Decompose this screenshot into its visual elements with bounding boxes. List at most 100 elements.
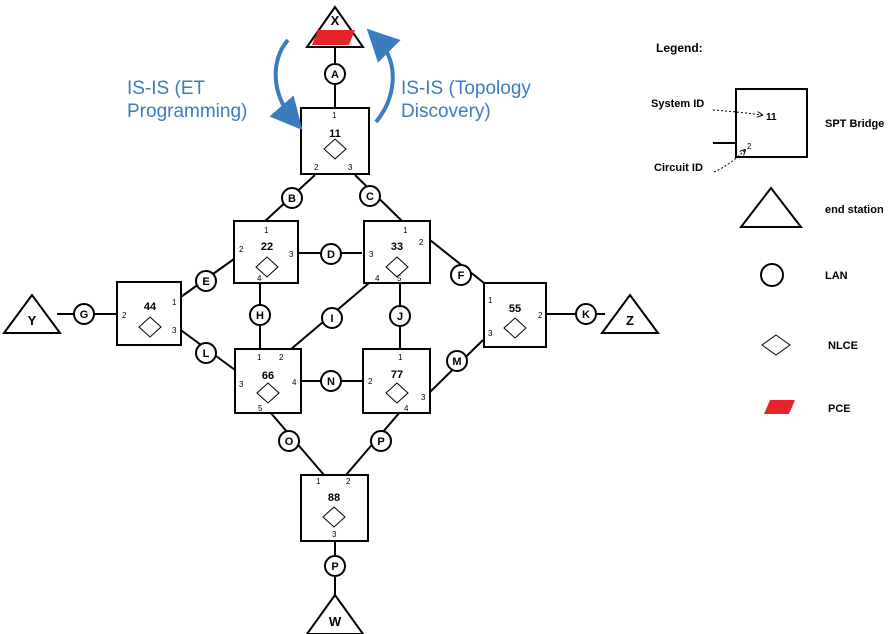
isis-et-label-1: IS-IS (ET xyxy=(127,78,206,99)
bridge-11: 11 1 2 3 xyxy=(300,107,370,175)
svg-text:J: J xyxy=(397,311,403,323)
port-label: 1 xyxy=(488,296,493,305)
nlce-icon xyxy=(256,382,280,404)
svg-text:P: P xyxy=(331,561,338,573)
port-label: 2 xyxy=(279,353,284,362)
svg-text:N: N xyxy=(327,376,335,388)
port-label: 1 xyxy=(257,353,262,362)
legend: Legend: 11 2 System ID Circuit ID SPT Br… xyxy=(651,41,884,415)
port-label: 2 xyxy=(346,477,351,486)
svg-text:I: I xyxy=(330,313,333,325)
lan-i: I xyxy=(321,307,343,329)
svg-text:P: P xyxy=(377,436,384,448)
nlce-icon xyxy=(255,256,279,278)
bridge-22: 22 1 2 3 4 xyxy=(233,220,299,284)
port-label: 3 xyxy=(172,326,177,335)
isis-td-label-2: Discovery) xyxy=(401,101,491,122)
end-station-w: W xyxy=(305,593,365,634)
legend-end-station: end station xyxy=(738,186,884,228)
port-label: 2 xyxy=(368,377,373,386)
port-label: 1 xyxy=(264,226,269,235)
lans: A B C D E F G H I J K L M N O P P xyxy=(73,63,597,577)
bridge-44: 44 1 2 3 xyxy=(116,281,182,346)
svg-text:A: A xyxy=(331,69,339,81)
nlce-icon xyxy=(503,317,527,339)
bridge-id: 55 xyxy=(509,303,521,315)
legend-spt-bridge: 11 2 System ID Circuit ID SPT Bridge xyxy=(651,88,884,174)
port-label: 4 xyxy=(375,274,380,283)
legend-pce: PCE xyxy=(764,400,851,415)
bridge-id: 66 xyxy=(262,370,274,382)
port-label: 1 xyxy=(403,226,408,235)
lan-d: D xyxy=(320,243,342,265)
bridge-88: 88 1 2 3 xyxy=(300,474,369,542)
svg-text:PCE: PCE xyxy=(828,403,851,415)
bridge-id: 44 xyxy=(144,301,157,313)
lan-e: E xyxy=(195,270,217,292)
svg-text:LAN: LAN xyxy=(825,270,848,282)
legend-sample-port: 2 xyxy=(747,142,752,151)
lan-p-upper: P xyxy=(370,430,392,452)
bridge-id: 22 xyxy=(261,241,273,253)
lan-c: C xyxy=(359,185,381,207)
svg-text:D: D xyxy=(327,249,335,261)
nlce-icon xyxy=(323,138,347,160)
end-station-icon xyxy=(738,186,804,228)
port-label: 3 xyxy=(488,329,493,338)
lan-j: J xyxy=(389,305,411,327)
end-station-z: Z xyxy=(600,293,660,334)
port-label: 4 xyxy=(257,274,262,283)
port-label: 4 xyxy=(404,404,409,413)
end-station-x: X xyxy=(305,5,365,48)
svg-text:L: L xyxy=(203,348,210,360)
lan-f: F xyxy=(450,264,472,286)
svg-text:O: O xyxy=(285,436,294,448)
lan-k: K xyxy=(575,303,597,325)
svg-text:NLCE: NLCE xyxy=(828,340,858,352)
port-label: 3 xyxy=(348,163,353,172)
svg-text:B: B xyxy=(288,193,296,205)
port-label: 1 xyxy=(316,477,321,486)
port-label: 2 xyxy=(419,238,424,247)
lan-g: G xyxy=(73,303,95,325)
bridge-66: 66 1 2 3 4 5 xyxy=(234,348,302,414)
nlce-icon xyxy=(385,382,409,404)
port-label: 5 xyxy=(258,404,263,413)
bridge-55: 55 1 2 3 xyxy=(483,282,547,348)
svg-text:K: K xyxy=(582,309,590,321)
port-label: 3 xyxy=(369,250,374,259)
station-label-y: Y xyxy=(28,313,37,328)
lan-h: H xyxy=(249,304,271,326)
lan-o: O xyxy=(278,430,300,452)
isis-topology-discovery-arrow: IS-IS (Topology Discovery) xyxy=(366,28,531,124)
lan-p-lower: P xyxy=(324,555,346,577)
isis-et-label-2: Programming) xyxy=(127,101,247,122)
svg-text:end station: end station xyxy=(825,204,884,216)
port-label: 2 xyxy=(239,245,244,254)
legend-title: Legend: xyxy=(656,41,703,55)
svg-text:F: F xyxy=(458,270,465,282)
nlce-icon xyxy=(385,256,409,278)
lan-l: L xyxy=(195,342,217,364)
port-label: 4 xyxy=(292,378,297,387)
port-label: 1 xyxy=(332,111,337,120)
svg-text:H: H xyxy=(256,310,264,322)
legend-system-id: System ID xyxy=(651,98,704,110)
port-label: 3 xyxy=(289,250,294,259)
bridge-id: 88 xyxy=(328,492,340,504)
port-label: 5 xyxy=(397,274,402,283)
bridge-33: 33 1 2 3 4 5 xyxy=(363,220,431,284)
lan-b: B xyxy=(281,187,303,209)
isis-et-programming-arrow: IS-IS (ET Programming) xyxy=(127,38,303,131)
lan-m: M xyxy=(446,350,468,372)
svg-text:G: G xyxy=(80,309,89,321)
pce-icon xyxy=(764,400,795,414)
lan-icon xyxy=(760,263,784,287)
legend-nlce: NLCE xyxy=(761,334,858,356)
svg-text:C: C xyxy=(366,191,374,203)
nlce-icon xyxy=(761,334,791,356)
port-label: 2 xyxy=(538,311,543,320)
legend-lan: LAN xyxy=(760,263,848,287)
legend-sample-id: 11 xyxy=(766,112,777,123)
